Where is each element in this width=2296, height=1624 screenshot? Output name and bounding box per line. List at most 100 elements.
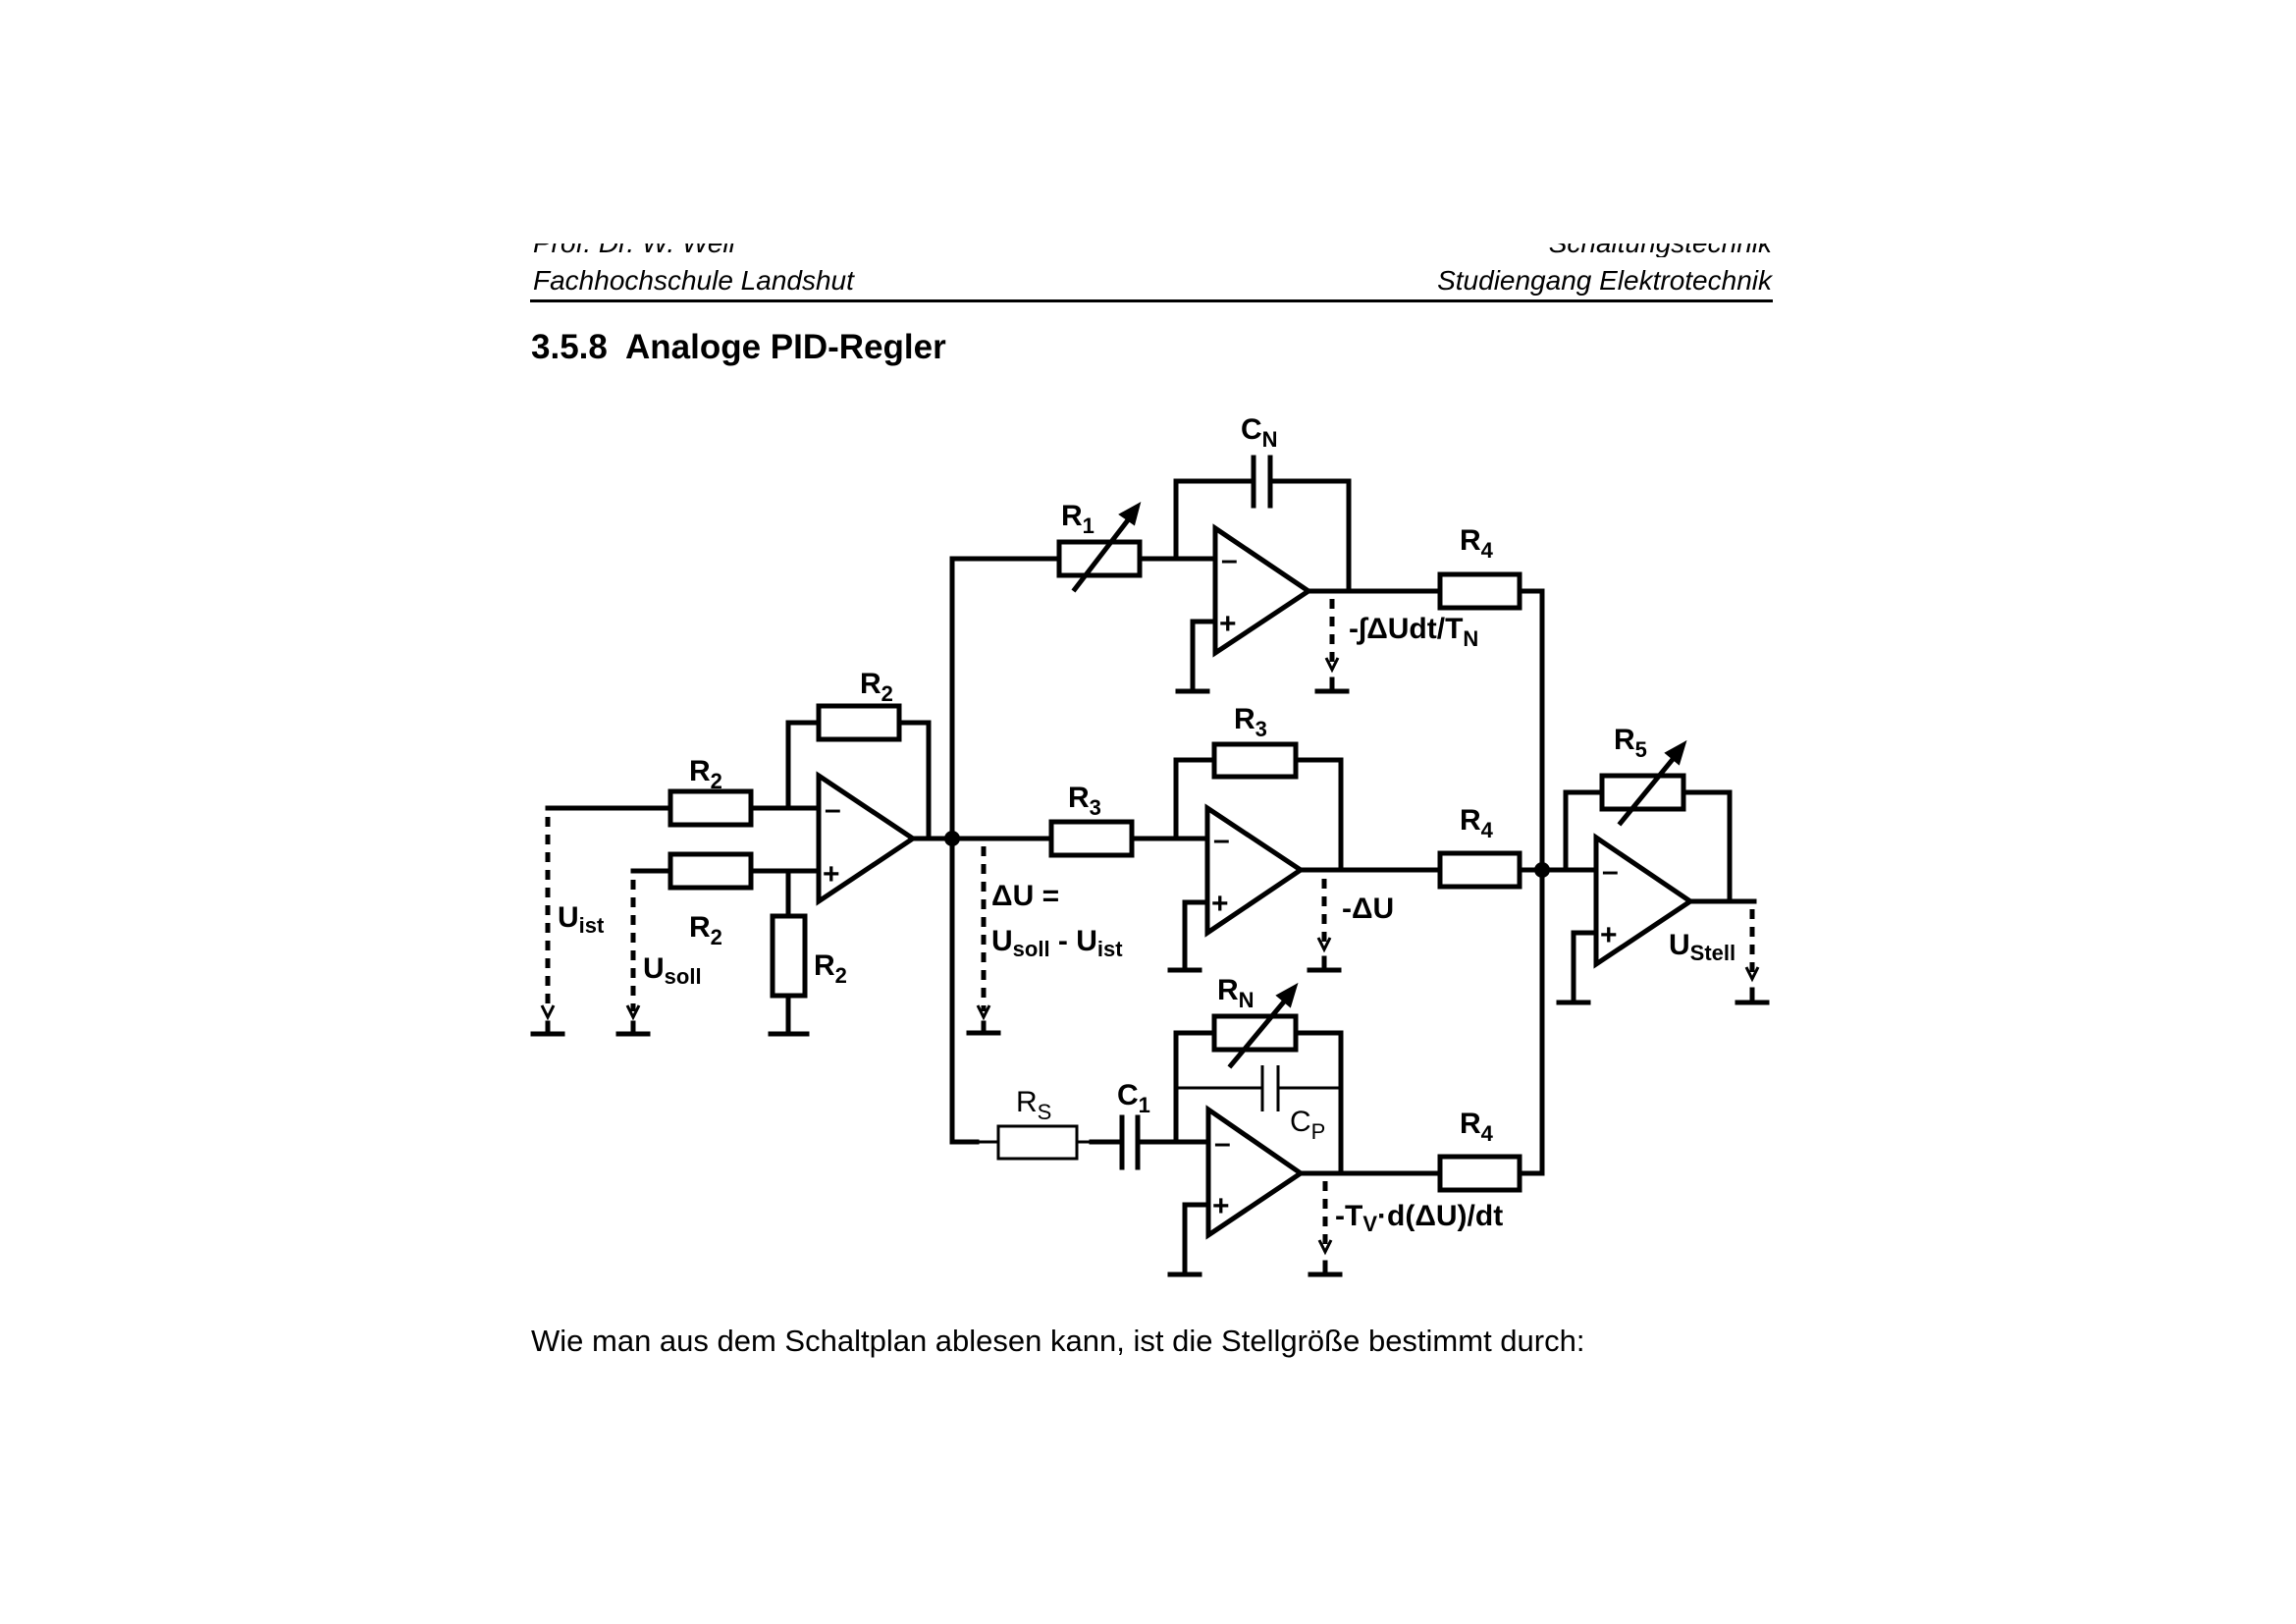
wire-integrator-feedback	[1173, 478, 1352, 594]
variable-arrowhead-r1	[1118, 501, 1142, 526]
opamp-summing	[1593, 833, 1695, 969]
arrowhead-u-stell	[1744, 966, 1760, 983]
opamp-proportional	[1204, 803, 1306, 938]
sign-plus: +	[1219, 608, 1237, 640]
arrowhead-u-soll	[625, 1004, 641, 1021]
ground-proportional-out	[1307, 955, 1342, 973]
label-rs: RS	[1016, 1086, 1051, 1124]
section-heading: 3.5.8 Analoge PID-Regler	[531, 328, 946, 366]
label-rn: RN	[1217, 974, 1255, 1012]
differentiator-stage	[949, 982, 1545, 1277]
resistor-r2-ground	[770, 913, 808, 999]
label-proportional-output: -ΔU	[1342, 893, 1394, 925]
arrowhead-delta-u	[976, 1004, 991, 1021]
opamp-subtractor	[816, 771, 918, 906]
ground-diff-plus	[1167, 1202, 1211, 1277]
component-labels-normal: RS CP	[1016, 1086, 1325, 1144]
header-cut-left: Prof. Dr. W. Weil	[533, 244, 735, 257]
label-r2-feedback: R2	[860, 668, 893, 706]
resistor-r2-feedback	[816, 703, 902, 742]
wire-diff-feedback-rn	[1173, 1030, 1344, 1176]
arrowhead-integrator-out	[1324, 657, 1340, 674]
sign-minus: –	[1213, 824, 1230, 856]
label-r4-top: R4	[1460, 524, 1494, 563]
sign-minus: –	[1214, 1127, 1231, 1160]
resistor-r4-mid	[1437, 850, 1522, 890]
component-labels: R2 R2 R2 R2 Uist Usoll ΔU = Usoll - Uist…	[558, 413, 1735, 1236]
variable-arrow-rn	[1227, 991, 1294, 1069]
arrowhead-diff-out	[1317, 1239, 1333, 1256]
label-r5: R5	[1614, 724, 1647, 762]
wire-sum-feedback	[1563, 789, 1733, 904]
resistor-rs	[996, 1124, 1079, 1161]
label-r3-feedback: R3	[1234, 703, 1267, 741]
ground-u-soll	[615, 1020, 651, 1037]
ground-proportional-plus	[1167, 899, 1210, 973]
opamp-differentiator	[1205, 1105, 1306, 1240]
ground-integrator-out	[1314, 677, 1350, 694]
resistor-rn	[1211, 1013, 1299, 1053]
sign-minus: –	[1602, 855, 1619, 888]
ground-u-ist	[530, 1020, 565, 1037]
label-delta-u-line2: Usoll - Uist	[991, 925, 1123, 961]
header-cut-left-text: Prof. Dr. W. Weil	[533, 244, 735, 257]
sign-plus: +	[1211, 888, 1229, 920]
resistor-r3-in	[1048, 819, 1135, 858]
integrator-stage	[949, 455, 1545, 694]
resistor-r4-top	[1437, 571, 1522, 611]
header-rule	[530, 299, 1773, 302]
label-r1: R1	[1061, 500, 1095, 538]
variable-arrow-r1	[1071, 509, 1138, 593]
label-u-stell: UStell	[1669, 929, 1735, 965]
label-derivative-output: -TV·d(ΔU)/dt	[1335, 1200, 1503, 1236]
sign-plus: +	[823, 858, 840, 891]
label-r4-mid: R4	[1460, 804, 1494, 842]
subtractor-stage	[530, 703, 955, 1037]
capacitor-cp	[1260, 1065, 1280, 1111]
sign-minus: –	[1221, 544, 1238, 576]
variable-arrow-r5	[1617, 748, 1682, 827]
capacitor-cn	[1251, 455, 1273, 509]
summing-stage	[1534, 588, 1770, 1176]
label-integral-output: -∫ΔUdt/TN	[1349, 613, 1478, 651]
capacitor-c1	[1119, 1114, 1141, 1170]
label-r3-in: R3	[1068, 782, 1101, 820]
resistor-r5	[1599, 773, 1686, 812]
wire-r2-ground	[768, 868, 810, 1037]
resistor-r1	[1056, 539, 1143, 578]
arrowhead-proportional-out	[1316, 937, 1332, 953]
variable-arrowhead-r5	[1664, 739, 1687, 766]
resistor-r2-soll	[667, 851, 754, 891]
label-c1: C1	[1117, 1079, 1150, 1117]
label-u-soll: Usoll	[643, 952, 702, 989]
arrowhead-u-ist	[540, 1004, 556, 1021]
wire-feedback-subtractor	[785, 720, 932, 841]
proportional-stage	[949, 741, 1545, 973]
opamp-signs: – + – + – + – + – +	[823, 544, 1619, 1222]
header-cut-right-text: Schaltungstechnik	[1549, 244, 1772, 257]
ground-diff-out	[1308, 1260, 1343, 1277]
resistor-r3-feedback	[1211, 741, 1299, 780]
resistor-r2-ist	[667, 788, 754, 828]
ground-delta-u	[966, 1020, 1001, 1036]
sign-plus: +	[1600, 919, 1618, 951]
label-r2-ground: R2	[814, 949, 847, 988]
wire-proportional-feedback	[1173, 757, 1344, 873]
resistor-r4-bot	[1437, 1154, 1522, 1193]
sign-plus: +	[1212, 1190, 1230, 1222]
header-cut-right: Schaltungstechnik	[1549, 244, 1772, 257]
label-r2-soll: R2	[689, 911, 722, 949]
label-cp: CP	[1290, 1106, 1325, 1144]
ground-u-stell	[1735, 987, 1770, 1005]
label-r4-bot: R4	[1460, 1108, 1494, 1146]
label-delta-u-line1: ΔU =	[991, 880, 1059, 912]
header-institution: Fachhochschule Landshut	[533, 265, 854, 296]
ground-integrator-plus	[1175, 619, 1218, 694]
label-u-ist: Uist	[558, 901, 605, 938]
header-program: Studiengang Elektrotechnik	[1437, 265, 1772, 296]
variable-arrowhead-rn	[1275, 982, 1299, 1008]
label-cn: CN	[1241, 413, 1278, 452]
ground-sum-plus	[1556, 930, 1599, 1005]
